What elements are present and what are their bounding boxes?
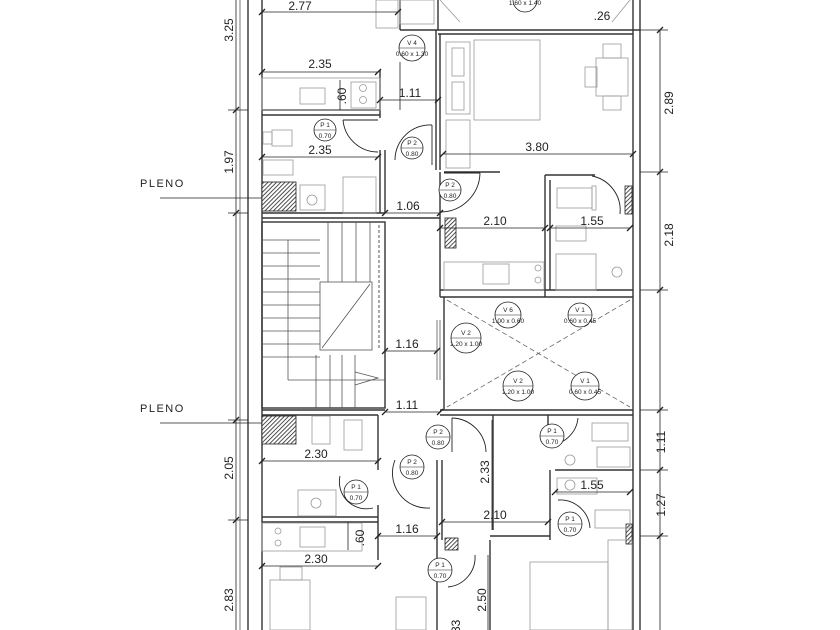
svg-text:1.20 x 1.00: 1.20 x 1.00 [502,389,535,396]
pleno-label: PLENO [140,178,185,190]
dim-label: .60 [335,87,349,104]
pleno-label: PLENO [140,403,185,415]
opening-tag: V 2 1.20 x 1.00 [502,370,535,402]
svg-text:P 2: P 2 [407,459,417,466]
opening-tag: V 2 1.20 x 1.00 [450,322,483,354]
svg-text:V 6: V 6 [503,307,513,314]
dim-label: .26 [594,9,611,23]
opening-tag: P 1 0.70 [313,118,337,142]
svg-text:V 2: V 2 [461,330,471,337]
svg-text:P 1: P 1 [547,428,557,435]
svg-text:0.70: 0.70 [564,527,577,534]
opening-tag: V 1 0.60 x 0.45 [564,302,597,328]
svg-text:1.60 x 1.40: 1.60 x 1.40 [509,0,542,7]
dim-label: 3.80 [525,140,549,154]
dim-label: 2.10 [483,214,507,228]
svg-text:P 2: P 2 [407,140,417,147]
dim-label: 1.97 [222,150,236,174]
svg-text:0.70: 0.70 [546,439,559,446]
svg-text:0.70: 0.70 [350,495,363,502]
svg-text:P 1: P 1 [435,562,445,569]
svg-text:0.80: 0.80 [432,440,445,447]
dim-label: 2.30 [304,447,328,461]
dim-label: 1.16 [395,337,419,351]
opening-tags: 1.60 x 1.40 V 4 0.60 x 1.30 P 1 0.70 P 2 0.… [313,0,602,583]
opening-tag: V 4 0.60 x 1.30 [396,34,429,62]
svg-text:0.80: 0.80 [406,470,419,477]
opening-tag: P 1 0.70 [539,423,565,449]
svg-text:V 1: V 1 [575,307,585,314]
dim-label: 2.35 [308,143,332,157]
shafts [261,181,633,551]
dim-label: 1.16 [395,522,419,536]
svg-text:P 2: P 2 [433,429,443,436]
svg-text:0.60 x 0.45: 0.60 x 0.45 [564,318,597,325]
dim-label: .60 [353,529,367,546]
svg-text:P 2: P 2 [445,182,455,189]
svg-text:P 1: P 1 [351,484,361,491]
opening-tag: P 2 0.80 [399,454,425,480]
dim-label: 2.18 [662,223,676,247]
svg-text:0.80: 0.80 [444,193,457,200]
dim-label: 1.06 [396,199,420,213]
svg-text:0.60 x 1.30: 0.60 x 1.30 [396,51,429,58]
dim-label: 2.77 [288,0,312,13]
svg-text:0.70: 0.70 [434,573,447,580]
svg-text:P 1: P 1 [565,516,575,523]
dim-label: 2.10 [483,508,507,522]
opening-tag: P 2 0.80 [400,136,424,160]
opening-tag: 1.60 x 1.40 [509,0,542,13]
svg-text:0.60 x 0.45: 0.60 x 0.45 [569,389,602,396]
opening-tag: V 1 0.60 x 0.45 [569,371,602,401]
furniture [261,0,633,630]
svg-text:V 2: V 2 [513,378,523,385]
dim-label: 2.33 [478,460,492,484]
dim-label: 2.50 [475,588,489,612]
dim-label: 3.25 [222,18,236,42]
opening-tag: P 2 0.80 [438,178,462,202]
svg-text:1.00 x 0.60: 1.00 x 0.60 [492,318,525,325]
dim-label: 1.11 [654,430,668,453]
dim-label: 2.83 [222,588,236,612]
dim-label: 1.11 [396,398,419,412]
dim-label: 1.55 [580,214,604,228]
opening-tag: V 6 1.00 x 0.60 [492,301,525,329]
svg-text:P 1: P 1 [320,122,330,129]
opening-tag: P 1 0.70 [427,557,453,583]
dim-label: 2.05 [222,456,236,480]
dim-label: 2.30 [304,552,328,566]
svg-text:0.80: 0.80 [406,151,419,158]
dim-label: .33 [449,619,463,630]
dim-label: 2.35 [308,57,332,71]
svg-text:V 1: V 1 [580,378,590,385]
dim-label: 2.89 [662,91,676,115]
dimension-labels: 2.77 .26 3.25 2.35 .60 1.11 2.35 1.97 3.… [222,0,676,630]
opening-tag: P 2 0.80 [425,424,451,450]
dim-label: 1.11 [399,86,422,100]
svg-text:1.20 x 1.00: 1.20 x 1.00 [450,341,483,348]
svg-text:0.70: 0.70 [319,133,332,140]
opening-tag: P 1 0.70 [557,511,583,537]
opening-tag: P 1 0.70 [343,479,369,505]
dim-label: 1.27 [654,493,668,517]
svg-text:V 4: V 4 [407,40,417,47]
dimension-lines [160,0,668,630]
dim-label: 1.55 [580,478,604,492]
